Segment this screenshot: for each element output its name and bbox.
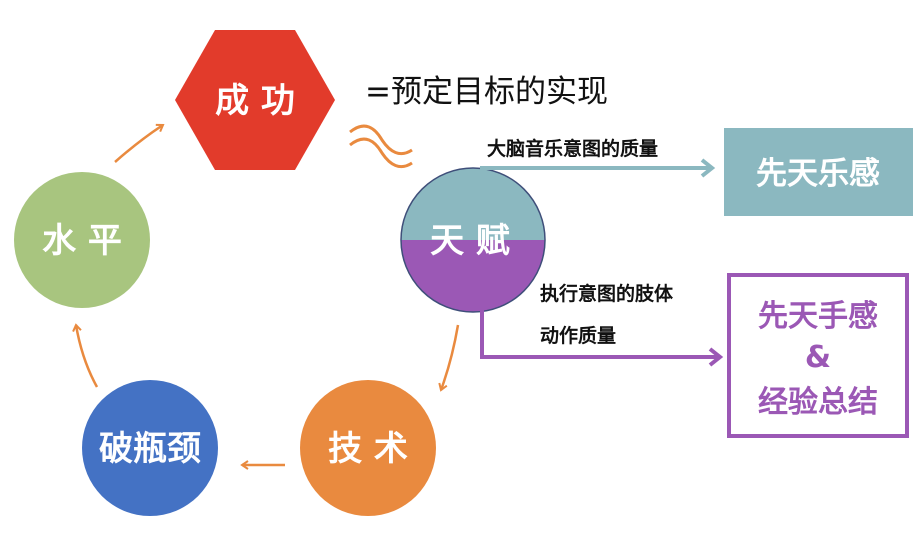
motor-result-line3: 经验总结 <box>758 385 878 420</box>
music-branch-label: 大脑音乐意图的质量 <box>487 137 658 160</box>
bottleneck-node: 破瓶颈 <box>82 380 218 516</box>
approx-icon <box>349 124 413 169</box>
success-label: 成 功 <box>215 81 295 121</box>
bottleneck-label: 破瓶颈 <box>99 429 201 469</box>
music-result-label: 先天乐感 <box>756 156 880 192</box>
level-to-success-arrow <box>114 123 165 163</box>
success-note: =预定目标的实现 <box>365 74 608 110</box>
motor-result-line1: 先天手感 <box>758 299 878 334</box>
technique-node: 技 术 <box>300 380 436 516</box>
bottleneck-to-level-arrow <box>72 323 99 388</box>
motor-branch-label-line1: 执行意图的肢体 <box>540 282 674 305</box>
technique-label: 技 术 <box>328 429 408 469</box>
cycle-arrows <box>72 123 460 470</box>
talent-label: 天 赋 <box>430 221 510 261</box>
motor-result-line2: & <box>805 340 831 375</box>
motor-result-box: 先天手感 & 经验总结 <box>727 273 909 438</box>
level-node: 水 平 <box>14 172 150 308</box>
music-result-box: 先天乐感 <box>724 128 913 216</box>
level-label: 水 平 <box>42 221 122 261</box>
success-node: 成 功 <box>175 30 335 170</box>
talent-to-technique-arrow <box>438 324 460 392</box>
talent-node: 天 赋 <box>400 167 546 313</box>
motor-arrow <box>480 310 724 367</box>
motor-branch-label-line2: 动作质量 <box>540 324 616 347</box>
